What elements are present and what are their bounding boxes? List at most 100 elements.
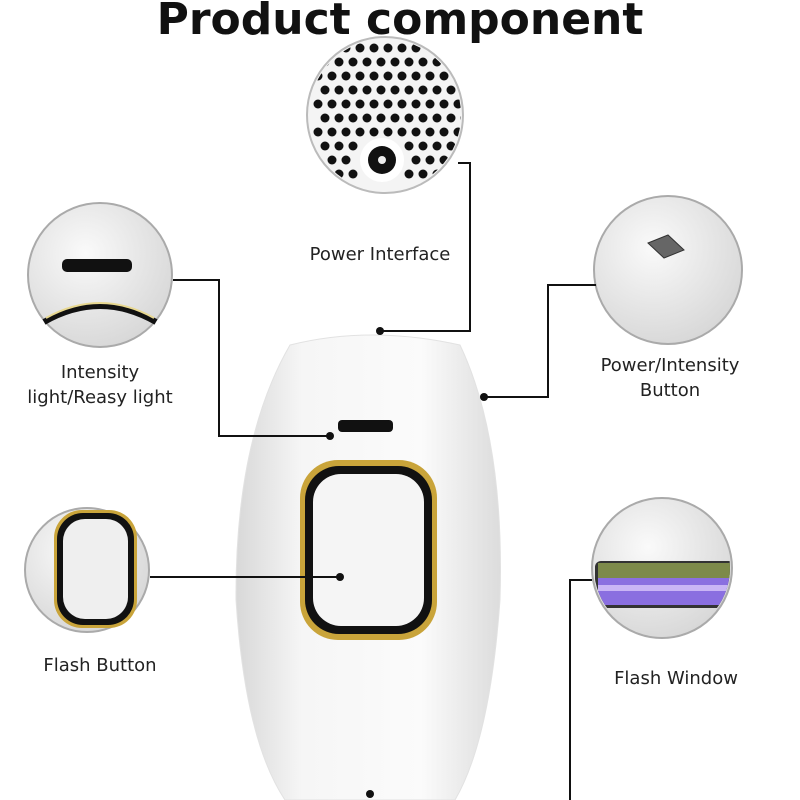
grille-dot <box>404 141 414 151</box>
grille-dot <box>348 57 358 67</box>
power-interface-zoom <box>306 36 464 194</box>
grille-dot <box>355 99 365 109</box>
grille-dot <box>348 85 358 95</box>
grille-dot <box>397 99 407 109</box>
grille-dot <box>390 113 400 123</box>
power-intensity-button-zoom <box>593 195 743 345</box>
grille-dot <box>446 85 456 95</box>
label-intensity-line1: Intensity <box>60 362 140 383</box>
grille-dot <box>320 169 330 179</box>
grille-dot <box>327 127 337 137</box>
grille-dot <box>425 155 435 165</box>
grille-dot <box>362 113 372 123</box>
flash-button-surface <box>313 474 424 626</box>
grille-dot <box>348 113 358 123</box>
grille-dot <box>313 127 323 137</box>
grille-dot <box>327 155 337 165</box>
grille-dot <box>376 85 386 95</box>
flash-window-zoom <box>591 497 733 639</box>
label-flash-window: Flash Window <box>614 668 738 689</box>
grille-dot <box>383 71 393 81</box>
grille-dot <box>411 127 421 137</box>
grille-dot <box>313 99 323 109</box>
grille-dot <box>439 127 449 137</box>
grille-dot <box>355 71 365 81</box>
grille-dot <box>383 43 393 53</box>
intensity-light-slot <box>338 420 393 432</box>
grille-dot <box>376 113 386 123</box>
grille-dot <box>404 169 414 179</box>
grille-dot <box>327 43 337 53</box>
grille-dot <box>369 43 379 53</box>
grille-dot <box>453 43 461 53</box>
grille-dot <box>446 141 456 151</box>
grille-dot <box>460 85 461 95</box>
grille-dot <box>404 57 414 67</box>
flash-button-zoom <box>24 507 150 633</box>
grille-dot <box>313 43 323 53</box>
grille-dot <box>390 57 400 67</box>
grille-dot <box>432 141 442 151</box>
leader-lines <box>150 162 596 800</box>
label-intensity-light: Intensity light/Reasy light <box>0 360 200 410</box>
grille-dot <box>418 57 428 67</box>
label-intensity-line2: light/Reasy light <box>27 387 173 408</box>
label-power-interface: Power Interface <box>309 244 451 265</box>
grille-dot <box>460 141 461 151</box>
grille-dot <box>446 113 456 123</box>
grille-dot <box>334 141 344 151</box>
grille-dot <box>439 99 449 109</box>
grille-dot <box>425 99 435 109</box>
grille-dot <box>411 99 421 109</box>
grille-dot <box>341 99 351 109</box>
label-power-line2: Button <box>639 380 701 401</box>
grille-dot <box>418 113 428 123</box>
grille-dot <box>327 99 337 109</box>
grille-dot <box>369 99 379 109</box>
device-body <box>235 334 501 800</box>
grille-dot <box>411 71 421 81</box>
grille-dot <box>369 127 379 137</box>
grille-dot <box>418 169 428 179</box>
grille-dot <box>341 155 351 165</box>
grille-dot <box>320 141 330 151</box>
grille-dot <box>334 57 344 67</box>
label-power-line1: Power/Intensity <box>600 355 740 376</box>
grille-dot <box>404 85 414 95</box>
grille-dot <box>348 141 358 151</box>
label-flash-button: Flash Button <box>43 655 157 676</box>
grille-dot <box>446 169 456 179</box>
label-power-intensity-button: Power/Intensity Button <box>570 353 770 403</box>
grille-dot <box>460 57 461 67</box>
grille-dot <box>334 85 344 95</box>
grille-dot <box>425 71 435 81</box>
grille-dot <box>362 57 372 67</box>
grille-dot <box>418 141 428 151</box>
grille-dot <box>425 127 435 137</box>
grille-dot <box>411 155 421 165</box>
grille-dot <box>432 85 442 95</box>
grille-dot <box>383 127 393 137</box>
grille-dot <box>439 71 449 81</box>
grille-dot <box>397 71 407 81</box>
grille-dot <box>404 113 414 123</box>
grille-dot <box>432 113 442 123</box>
grille-dot <box>390 85 400 95</box>
grille-dot <box>355 127 365 137</box>
grille-dot <box>369 71 379 81</box>
anchor-dots <box>326 327 488 798</box>
intensity-light-zoom <box>27 202 173 348</box>
grille-dot <box>341 71 351 81</box>
grille-dot <box>362 85 372 95</box>
grille-dot <box>397 127 407 137</box>
grille-dot <box>418 85 428 95</box>
grille-dot <box>383 99 393 109</box>
grille-dot <box>320 113 330 123</box>
grille-dot <box>327 71 337 81</box>
grille-dot <box>397 43 407 53</box>
grille-dot <box>446 57 456 67</box>
grille-dot <box>355 43 365 53</box>
grille-dot <box>334 113 344 123</box>
grille-dot <box>439 43 449 53</box>
